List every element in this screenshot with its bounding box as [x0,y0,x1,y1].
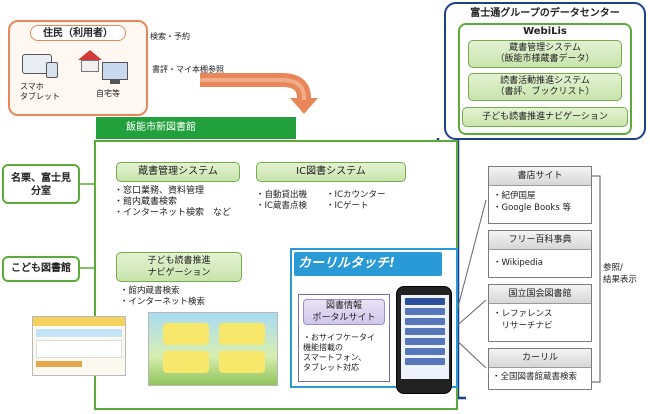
datacenter-box: 富士通グループのデータセンター WebiLis 蔵書管理システム （飯能市様蔵書… [444,2,646,140]
reference-result-label: 参照/ 結果表示 [603,263,638,285]
portal-site-title: 図書情報 ポータルサイト [303,299,385,325]
bookstore-site-title: 書店サイト [489,167,591,186]
dc-kids-navigation: 子ども読書推進ナビゲーション [462,107,628,127]
ndl-title: 国立国会図書館 [489,285,591,304]
calil-box: カーリル ・全国図書館蔵書検索 [488,348,592,390]
datacenter-title: 富士通グループのデータセンター [470,8,620,19]
calil-items: ・全国図書館蔵書検索 [492,372,578,382]
smartphone-screen [401,295,449,379]
house-body [81,60,99,72]
calil-touch-logo: カーリルタッチ! [298,256,395,271]
resident-box: 住民（利用者） スマホ タブレット 自宅等 [8,20,148,116]
bookshelf-label: 書評・マイ本棚参照 [152,65,224,74]
library-kids-items: ・館内蔵書検索 ・インターネット検索 [120,286,206,307]
calil-touch-logo-bg: カーリルタッチ! [294,252,442,276]
smartphone-label: スマホ タブレット [20,82,60,101]
encyclopedia-title: フリー百科事典 [489,231,591,250]
ic-system-title: IC図書システム [256,162,406,182]
resident-to-datacenter-arrow [200,73,311,100]
bookstore-site-box: 書店サイト ・紀伊国屋 ・Google Books 等 [488,166,592,224]
library-title: 飯能市新図書館 [96,117,296,139]
library-collection-title: 蔵書管理システム [116,162,240,182]
portal-site-text: ・おサイフケータイ 機能搭載の スマートフォン、 タブレット対応 [303,333,375,372]
home-label: 自宅等 [96,89,120,98]
kids-site-screenshot-1 [32,316,126,376]
home-icon [78,50,102,60]
bookstore-site-items: ・紀伊国屋 ・Google Books 等 [493,191,571,213]
encyclopedia-items: ・Wikipedia [493,258,543,268]
pc-icon [102,62,128,80]
arrow-head [290,98,318,114]
dc-reading-system: 読書活動推進システム （書評、ブックリスト） [468,73,622,101]
calil-title: カーリル [489,349,591,368]
branch-nagurisu-fujimi: 名栗、富士見 分室 [2,164,80,204]
resident-title: 住民（利用者） [30,25,126,41]
ic-system-col1: ・自動貸出機 ・IC蔵書点検 [256,190,308,211]
encyclopedia-box: フリー百科事典 ・Wikipedia [488,230,592,278]
webilis-box: WebiLis 蔵書管理システム （飯能市様蔵書データ） 読書活動推進システム … [458,23,632,135]
ndl-box: 国立国会図書館 ・レファレンス リサーチナビ [488,284,592,342]
kids-site-screenshot-2 [148,312,278,386]
portal-site-box: 図書情報 ポータルサイト ・おサイフケータイ 機能搭載の スマートフォン、 タブ… [298,294,390,382]
branch-kodomo-library: こども図書館 [2,256,80,282]
dc-collection-system: 蔵書管理システム （飯能市様蔵書データ） [468,40,622,68]
ndl-items: ・レファレンス リサーチナビ [493,309,553,331]
smartphone-icon [46,62,58,78]
smartphone-mockup [396,286,452,394]
webilis-title: WebiLis [523,26,567,37]
ic-system-col2: ・ICカウンター ・ICゲート [326,190,386,211]
library-kids-title: 子ども読書推進 ナビゲーション [116,252,242,282]
library-collection-items: ・窓口業務、資料管理 ・館内蔵書検索 ・インターネット検索 など [114,186,232,218]
search-reserve-label: 検索・予約 [150,32,190,41]
